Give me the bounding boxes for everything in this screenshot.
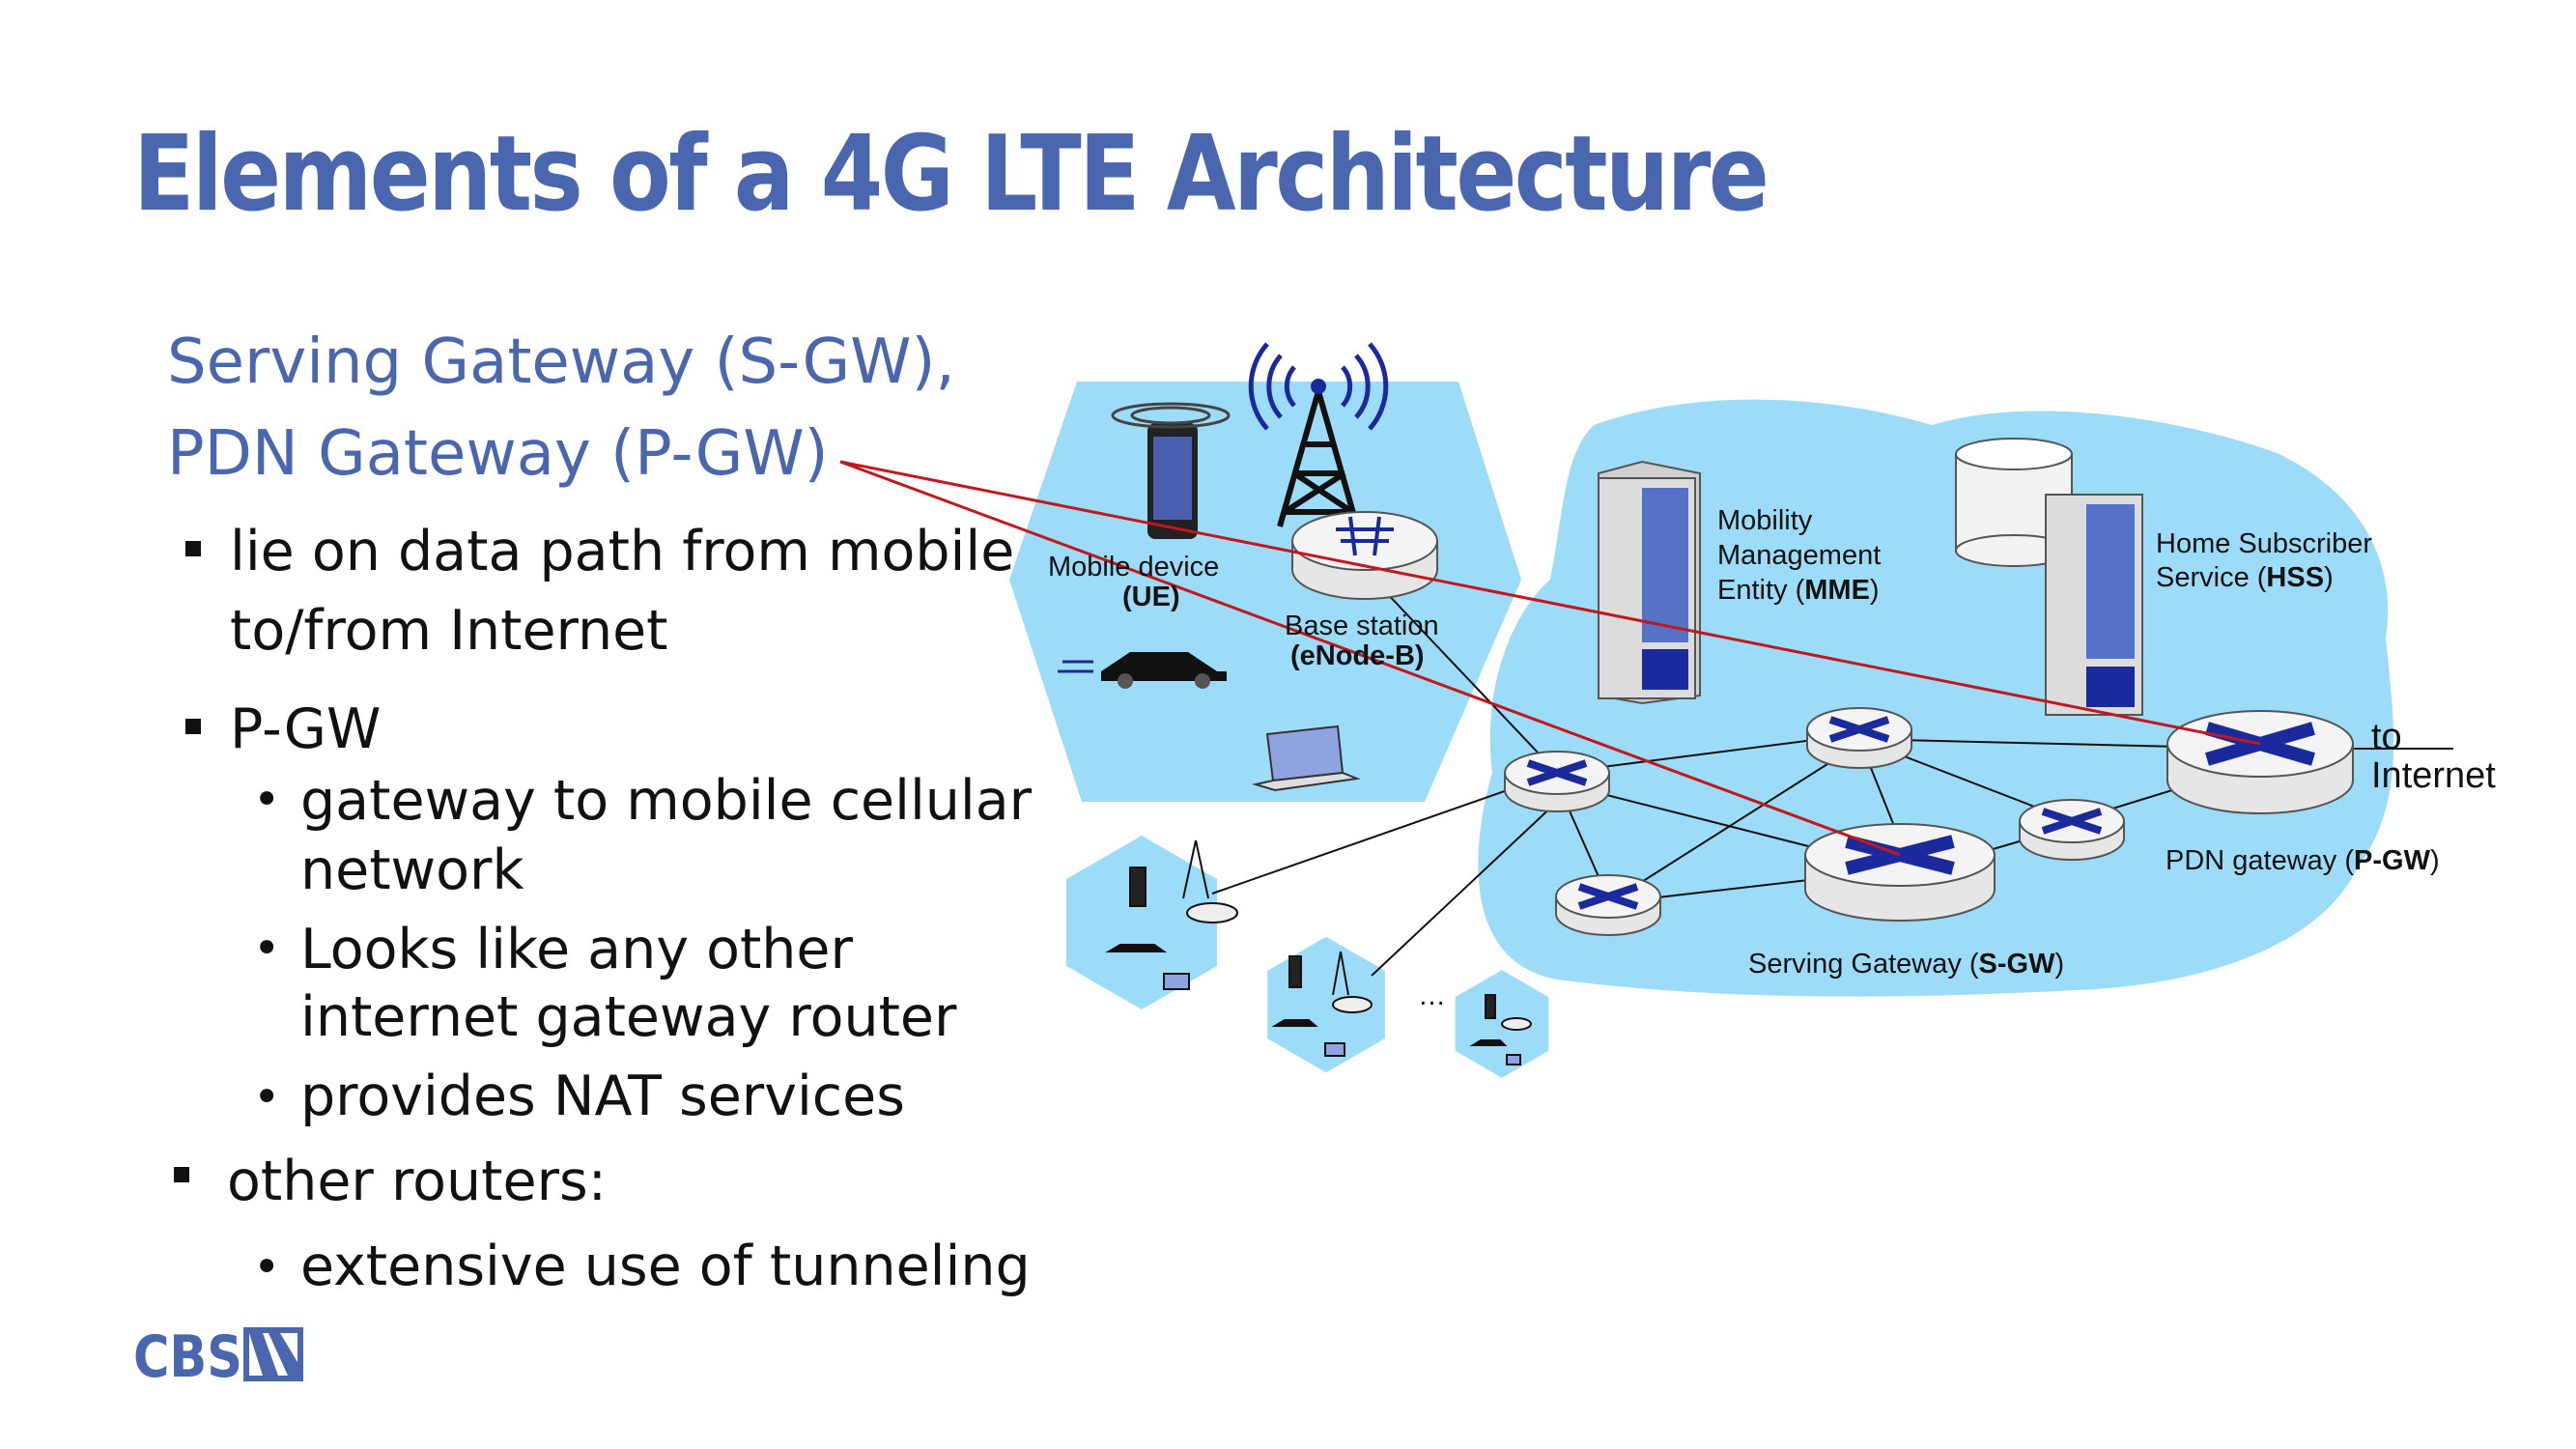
- router-icon: [1556, 875, 1660, 935]
- page-title: Elements of a 4G LTE Architecture: [133, 114, 1769, 235]
- hss-label-1: Home Subscriber: [2156, 528, 2372, 559]
- router-icon: [1505, 752, 1609, 811]
- radio-cell-small: [1066, 836, 1217, 1009]
- pointer-lines: [839, 460, 2261, 857]
- hss-label-2: Service (HSS): [2156, 562, 2334, 593]
- bullet-data-path-cont: to/from Internet: [230, 599, 668, 663]
- mme-label-1: Mobility: [1717, 505, 1813, 536]
- ue-label: Mobile device: [1048, 552, 1219, 582]
- bullet-dot: •: [253, 922, 281, 976]
- bullet-dot: •: [253, 1070, 281, 1124]
- bullet-tunneling: extensive use of tunneling: [300, 1235, 1031, 1298]
- sgw-router-icon: [1804, 823, 1996, 922]
- internet-label: Internet: [2371, 755, 2496, 796]
- sgw-label: Serving Gateway (S-GW): [1748, 949, 2064, 980]
- mme-server-icon: [1598, 460, 1701, 705]
- bullet-pgw: P-GW: [230, 697, 382, 761]
- bullet-square: [185, 541, 201, 556]
- section-heading-line1: Serving Gateway (S-GW),: [167, 327, 955, 398]
- core-network-cloud: [1478, 399, 2394, 997]
- bullet-dot: •: [253, 773, 281, 827]
- bullet-looks-like: Looks like any other: [300, 918, 853, 981]
- bullet-gateway-cont: network: [300, 838, 524, 902]
- bullet-square: [174, 1167, 189, 1182]
- hss-server-icon: [2045, 494, 2143, 716]
- small-cell-devices: [1105, 839, 1532, 1065]
- bs-label: Base station: [1285, 611, 1439, 641]
- radio-waves-icon: [1248, 342, 1389, 431]
- radio-cell-main: [1009, 382, 1521, 802]
- ue-abbr: (UE): [1122, 582, 1180, 612]
- laptop-icon: [1252, 724, 1361, 792]
- smartphone-icon: [1147, 423, 1198, 539]
- cbs-logo: CBS: [133, 1323, 242, 1391]
- to-label: to: [2371, 717, 2402, 757]
- mme-label-3: Entity (MME): [1717, 575, 1880, 606]
- bullet-nat: provides NAT services: [300, 1065, 905, 1128]
- ellipsis: …: [1418, 980, 1446, 1011]
- bullet-other-routers: other routers:: [227, 1150, 607, 1213]
- logo-text: CBS: [133, 1323, 243, 1391]
- router-icon: [1807, 708, 1911, 768]
- base-station-router-icon: [1291, 511, 1438, 600]
- pgw-label: PDN gateway (P-GW): [2166, 845, 2440, 876]
- section-heading-line2: PDN Gateway (P-GW): [167, 418, 829, 490]
- router-icon: [2020, 800, 2124, 860]
- bullet-square: [185, 719, 201, 734]
- car-icon: [1058, 652, 1227, 689]
- bullet-dot: •: [253, 1240, 281, 1294]
- bullet-looks-like-cont: internet gateway router: [300, 985, 957, 1049]
- antenna-tower-icon: [1277, 379, 1360, 527]
- bullet-data-path: lie on data path from mobile: [230, 520, 1015, 583]
- phone-waves-icon: [1111, 402, 1231, 429]
- mme-label-2: Management: [1717, 540, 1881, 571]
- bs-abbr: (eNode-B): [1290, 640, 1425, 671]
- bullet-gateway: gateway to mobile cellular: [300, 769, 1033, 833]
- pgw-router-icon: [2166, 710, 2354, 814]
